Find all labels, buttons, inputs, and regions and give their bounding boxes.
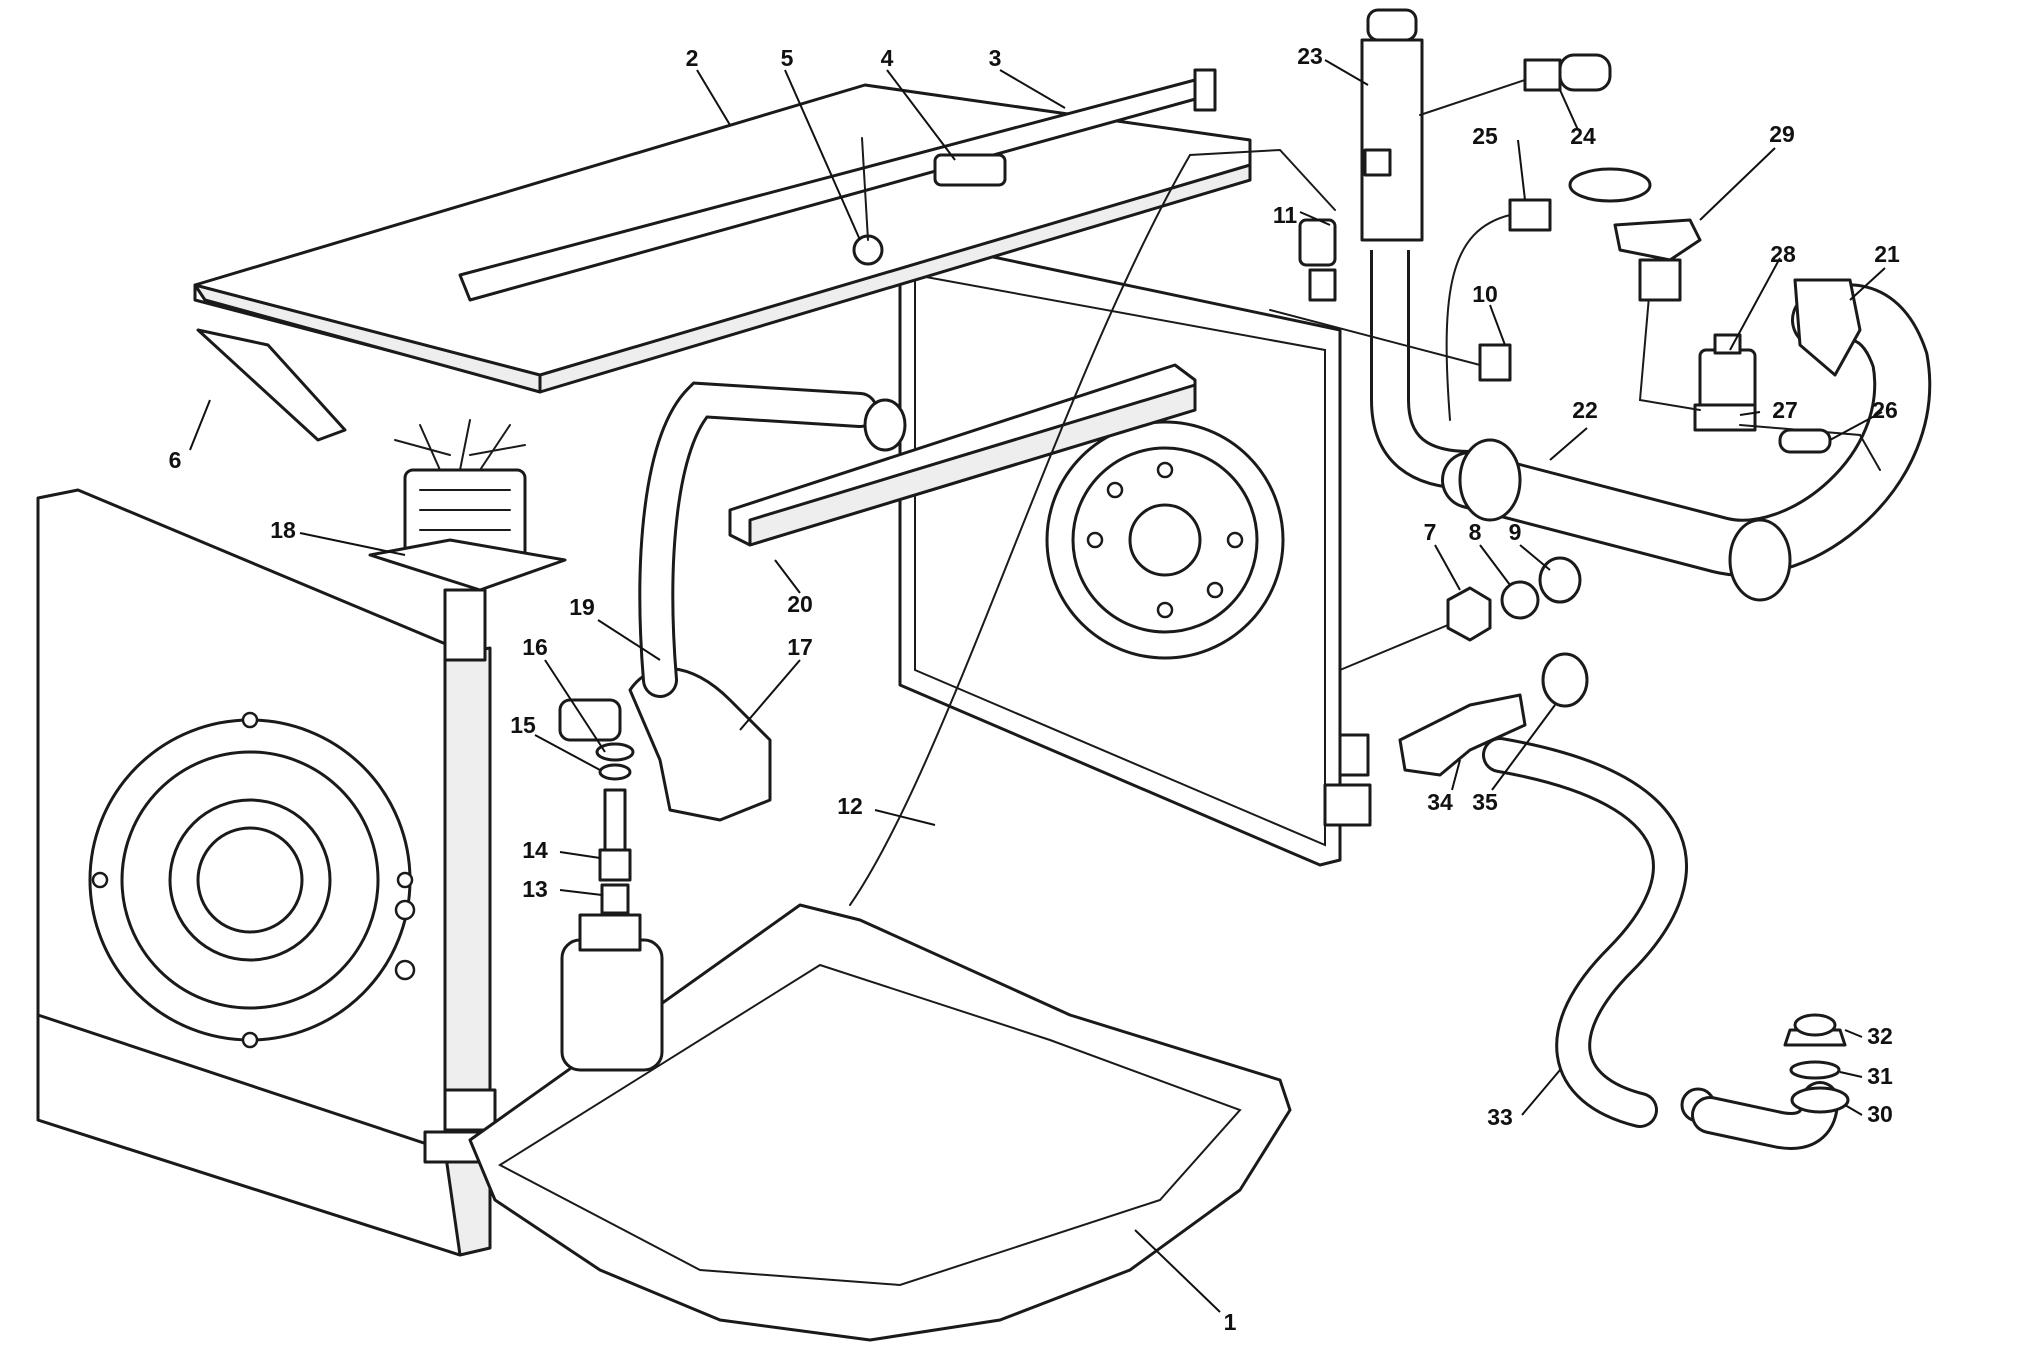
callout-12: 12 [837,793,863,819]
callout-26: 26 [1872,397,1898,423]
callout-11: 11 [1273,202,1298,228]
bracket-and-screw [852,137,1007,266]
callout-31: 31 [1867,1063,1893,1089]
steam-hose [638,381,907,698]
drain-elbow [1691,1013,1850,1150]
callout-9: 9 [1509,519,1522,545]
base-tray [468,903,1292,1342]
drain-fittings [595,742,635,915]
nut-and-washers [1339,556,1582,671]
callout-16: 16 [522,634,548,660]
callout-20: 20 [787,591,813,617]
callout-3: 3 [989,45,1002,71]
callout-14: 14 [522,837,548,863]
callout-5: 5 [781,45,794,71]
callout-17: 17 [787,634,813,660]
callout-21: 21 [1874,241,1900,267]
callout-15: 15 [510,712,536,738]
callout-23: 23 [1297,43,1323,69]
callout-25: 25 [1472,123,1498,149]
callout-33: 33 [1487,1104,1513,1130]
callout-27: 27 [1772,397,1798,423]
brace-bar [728,363,1197,547]
callout-13: 13 [522,876,548,902]
callout-6: 6 [169,447,182,473]
callout-1: 1 [1224,1309,1237,1335]
callout-29: 29 [1769,121,1795,147]
leader-lines [189,59,1886,1313]
drain-hose [1482,737,1716,1128]
callout-labels: 1 2 3 4 5 6 7 8 9 10 11 12 13 14 15 16 1… [169,43,1900,1335]
callout-18: 18 [270,517,296,543]
valve-fittings [1269,53,1881,471]
solenoid-fittings [1298,148,1392,302]
water-tower [1360,8,1471,490]
callout-10: 10 [1472,281,1498,307]
callout-34: 34 [1427,789,1453,815]
pipe-clamp [1793,278,1862,377]
callout-28: 28 [1770,241,1796,267]
callout-35: 35 [1472,789,1498,815]
callout-4: 4 [881,45,894,71]
callout-22: 22 [1572,397,1598,423]
callout-8: 8 [1469,519,1482,545]
callout-32: 32 [1867,1023,1893,1049]
callout-24: 24 [1570,123,1596,149]
left-side-panel [36,488,497,1257]
callout-2: 2 [686,45,699,71]
fan-motor [368,419,567,662]
callout-7: 7 [1424,519,1437,545]
callout-19: 19 [569,594,595,620]
rear-panel [898,248,1372,867]
probe-wire [849,148,1336,906]
callout-30: 30 [1867,1101,1893,1127]
